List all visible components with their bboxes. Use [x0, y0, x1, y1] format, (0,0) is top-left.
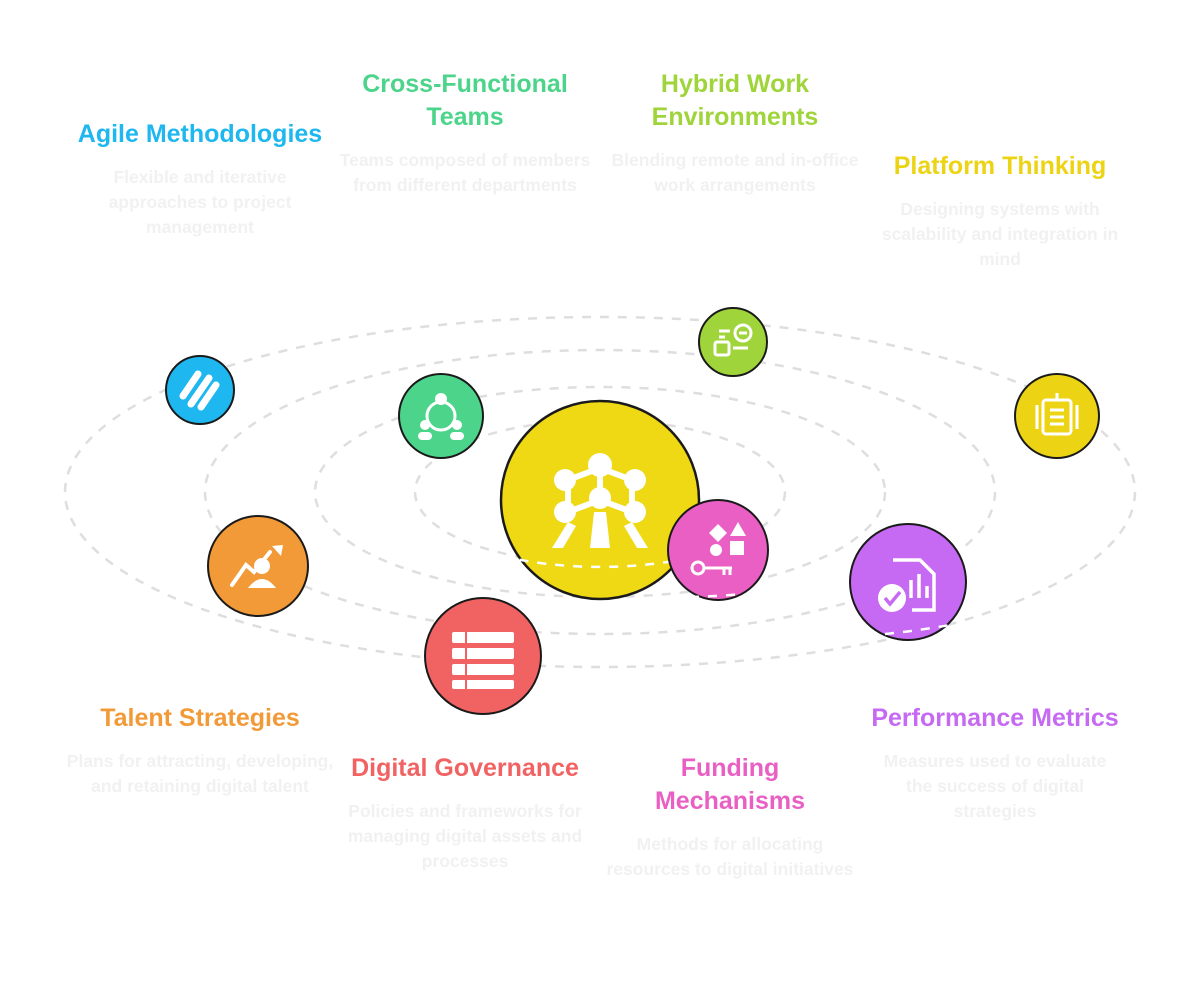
team-cycle-icon — [418, 393, 464, 440]
platform-node — [1014, 373, 1100, 459]
orbit-ring-3 — [313, 385, 887, 599]
talent-node — [207, 515, 309, 617]
label-agile: Agile Methodologies Flexible and iterati… — [70, 118, 330, 240]
desc-talent: Plans for attracting, developing, and re… — [66, 751, 334, 796]
label-talent: Talent Strategies Plans for attracting, … — [65, 702, 335, 799]
title-funding: Funding Mechanisms — [654, 754, 806, 815]
title-talent: Talent Strategies — [100, 704, 300, 732]
title-platform: Platform Thinking — [893, 152, 1107, 180]
platform-icon — [1035, 393, 1079, 436]
desc-hybrid: Blending remote and in-office work arran… — [611, 150, 859, 195]
label-hybrid: Hybrid Work Environments Blending remote… — [605, 68, 865, 198]
desc-governance: Policies and frameworks for managing dig… — [347, 801, 583, 871]
title-hybrid: Hybrid Work Environments — [651, 70, 819, 131]
orbit-ring-2 — [203, 348, 997, 636]
metrics-check-icon — [878, 558, 936, 612]
desc-performance: Measures used to evaluate the success of… — [883, 751, 1107, 821]
orbit-ring-outer — [63, 315, 1137, 669]
desc-cross-functional: Teams composed of members from different… — [339, 150, 591, 195]
atomium-icon — [552, 453, 648, 548]
title-performance: Performance Metrics — [871, 704, 1119, 732]
title-cross-functional: Cross-Functional Teams — [362, 70, 568, 131]
central-hub — [499, 399, 701, 601]
label-platform: Platform Thinking Designing systems with… — [860, 150, 1140, 272]
desc-agile: Flexible and iterative approaches to pro… — [108, 167, 292, 237]
cross-node — [398, 373, 484, 459]
label-funding: Funding Mechanisms Methods for allocatin… — [605, 752, 855, 882]
funding-node — [667, 499, 769, 601]
agile-node — [165, 355, 235, 425]
label-cross-functional: Cross-Functional Teams Teams composed of… — [335, 68, 595, 198]
talent-growth-icon — [230, 545, 283, 588]
agile-stripes-icon — [179, 370, 220, 411]
desc-funding: Methods for allocating resources to digi… — [606, 834, 854, 879]
hybrid-work-icon — [713, 323, 753, 357]
title-governance: Digital Governance — [351, 754, 579, 782]
label-performance: Performance Metrics Measures used to eva… — [870, 702, 1120, 824]
title-agile: Agile Methodologies — [77, 120, 323, 148]
label-governance: Digital Governance Policies and framewor… — [340, 752, 590, 874]
desc-platform: Designing systems with scalability and i… — [881, 199, 1119, 269]
stacked-books-icon — [452, 632, 514, 689]
performance-node — [849, 523, 967, 641]
governance-node — [424, 597, 542, 715]
shapes-key-icon — [690, 522, 746, 576]
hybrid-node — [698, 307, 768, 377]
